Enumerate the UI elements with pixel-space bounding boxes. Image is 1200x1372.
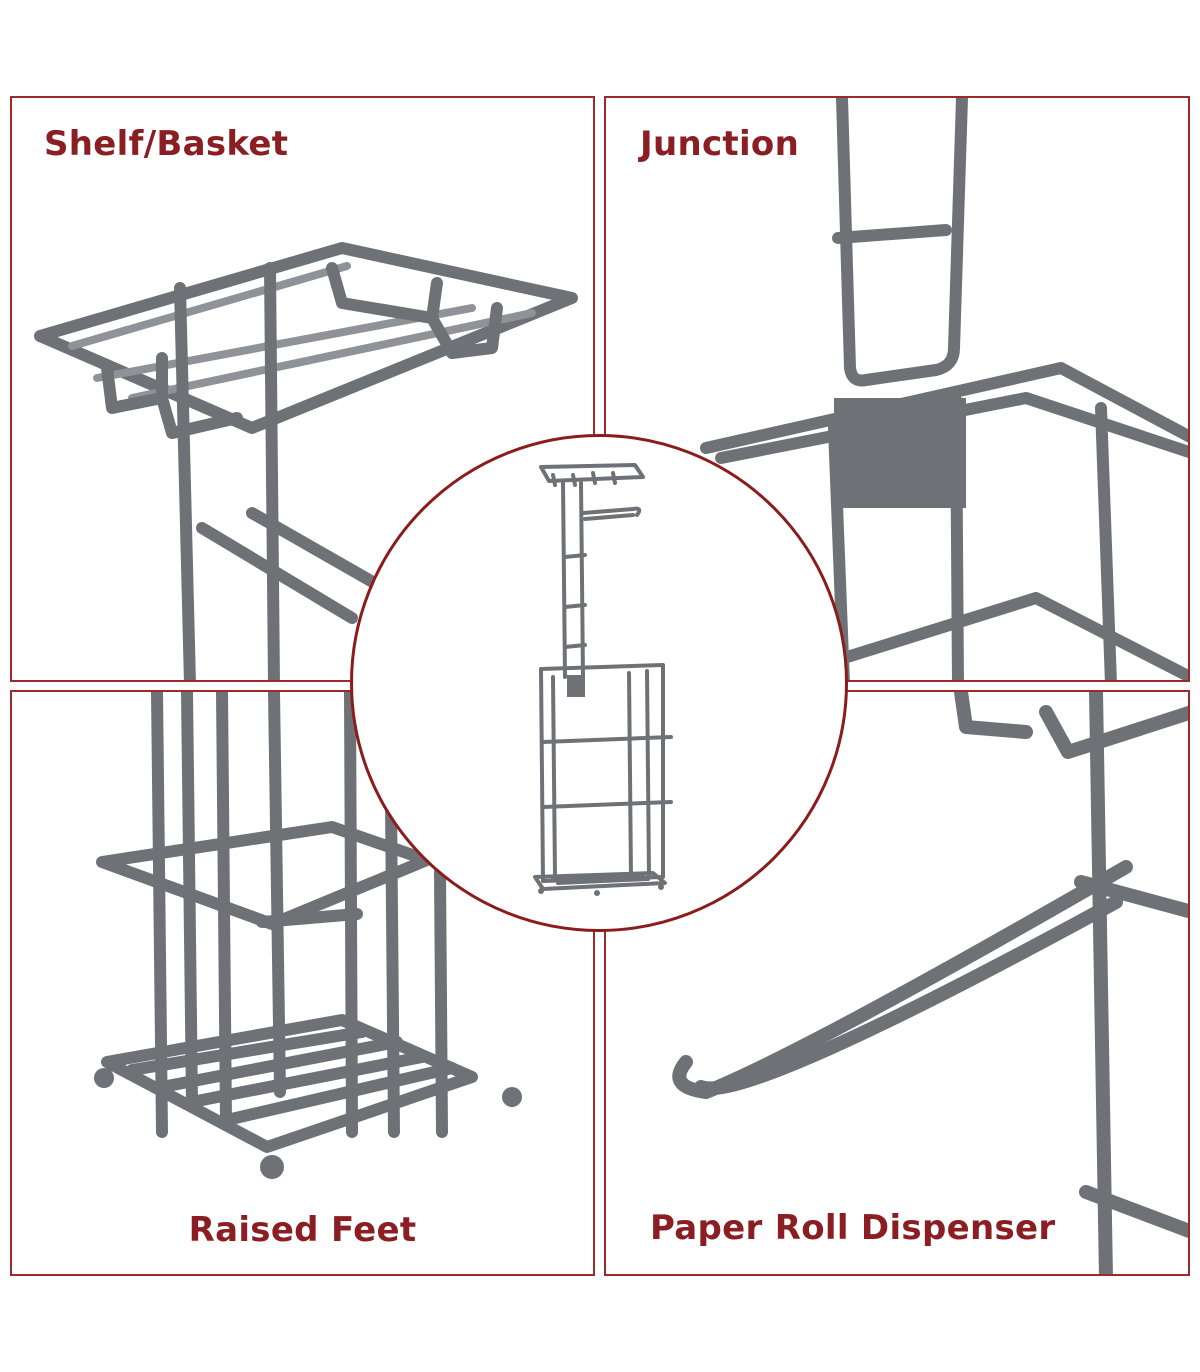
toilet-paper-stand-icon [533,463,673,896]
paper-roll-dispenser-label: Paper Roll Dispenser [650,1208,1056,1248]
overview-circle [350,434,848,932]
junction-illustration [700,98,1188,680]
shelf-basket-panel: Shelf/Basket [10,96,595,682]
raised-feet-illustration [94,692,522,1179]
junction-plate [834,398,966,508]
raised-feet-label: Raised Feet [188,1210,417,1250]
paper-roll-dispenser-illustration [672,692,1188,1274]
shelf-basket-label: Shelf/Basket [44,124,289,164]
junction-label: Junction [640,124,800,164]
shelf-basket-illustration [34,242,578,680]
